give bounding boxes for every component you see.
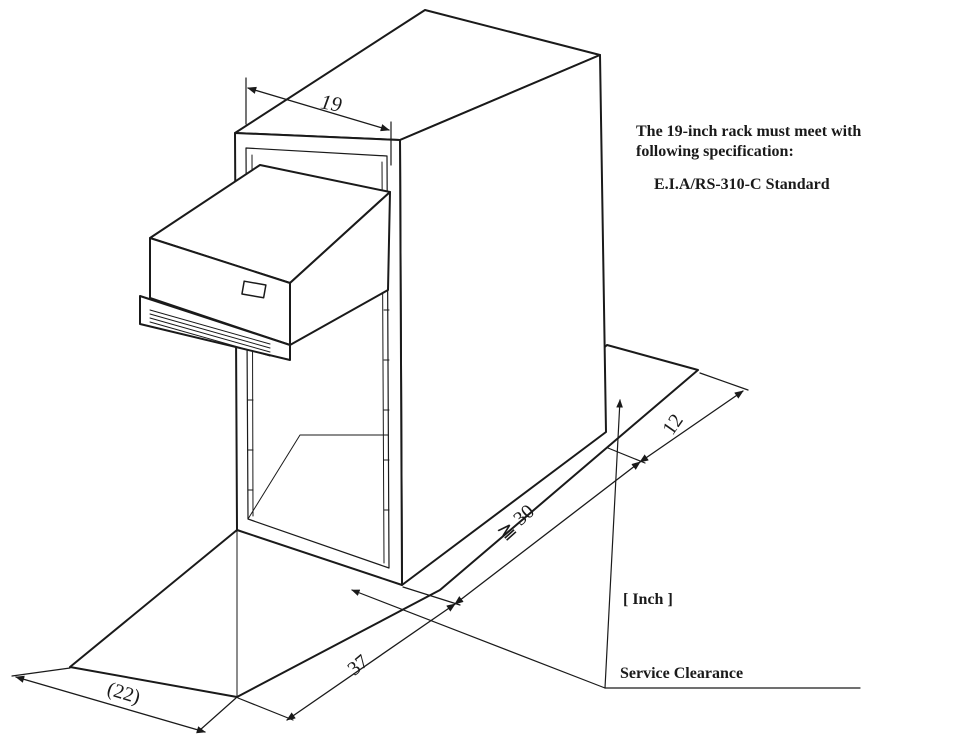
spec-note-line2: following specification: — [636, 143, 794, 160]
drive-unit — [139, 164, 391, 361]
dimension-rack-width — [245, 77, 392, 166]
service-clearance-leader — [351, 399, 861, 689]
spec-standard: E.I.A/RS-310-C Standard — [654, 176, 830, 193]
vent-grille — [149, 309, 271, 357]
dimension-side-width — [11, 667, 237, 734]
spec-note-line1: The 19-inch rack must meet with — [636, 123, 862, 140]
dimension-depth — [402, 461, 641, 606]
dimension-rear-clearance — [237, 603, 456, 721]
service-clearance-label: Service Clearance — [620, 665, 744, 682]
label-19: 19 — [319, 89, 344, 116]
label-37: 37 — [343, 651, 372, 681]
indicator-window — [241, 280, 267, 299]
dimension-front-clearance — [607, 372, 749, 464]
unit-label: [ Inch ] — [623, 591, 673, 608]
label-12: 12 — [658, 410, 687, 439]
